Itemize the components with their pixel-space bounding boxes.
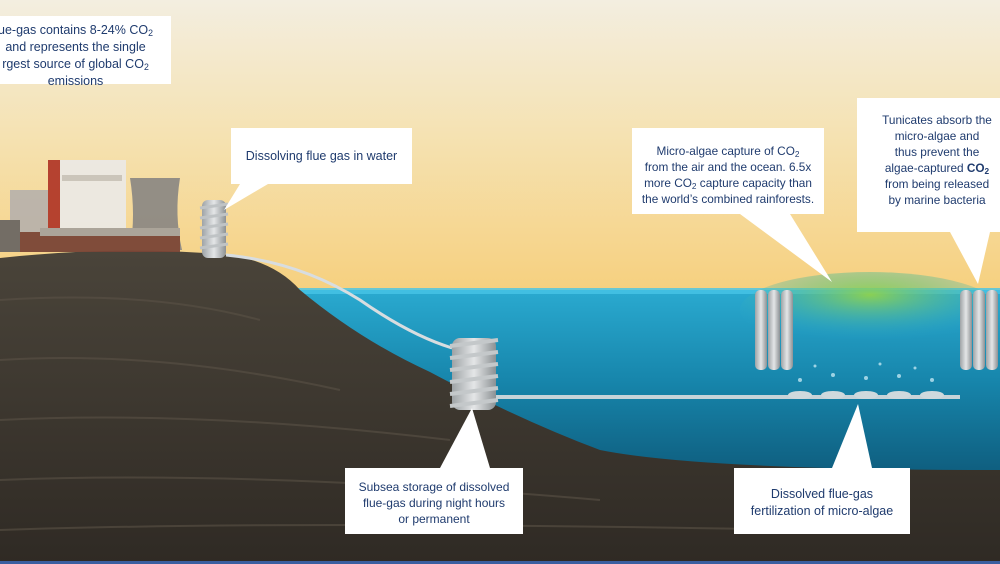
micro-algae-line1: Micro-algae capture of CO2 <box>656 144 800 160</box>
tunicate-tubes-left <box>755 290 793 370</box>
bubbles <box>798 362 934 382</box>
subsea-storage-coil <box>449 338 499 410</box>
micro-algae-line4: the world’s combined rainforests. <box>641 191 815 206</box>
fertilization-pipe <box>496 395 960 399</box>
pointer-tunicates <box>950 232 990 284</box>
tunicates-line5: from being released <box>884 176 990 191</box>
diffusers <box>788 391 944 399</box>
micro-algae-line3: more CO2 capture capacity than <box>644 175 812 191</box>
subsea-line3: or permanent <box>398 512 470 527</box>
tunicates-line4: algae-captured CO2 <box>884 160 990 176</box>
callout-tunicates: Tunicates absorb the micro-algae and thu… <box>857 98 1000 232</box>
callout-dissolving: Dissolving flue gas in water <box>231 128 412 184</box>
pointer-dissolving <box>224 184 268 210</box>
flue-gas-line2: and represents the single <box>5 39 146 54</box>
pointer-micro-algae <box>740 214 832 282</box>
flue-gas-line1: ue-gas contains 8-24% CO2 <box>0 23 153 39</box>
tunicates-line2: micro-algae and <box>894 128 980 143</box>
pointer-subsea <box>440 408 490 468</box>
callout-subsea-storage: Subsea storage of dissolved flue-gas dur… <box>345 468 523 534</box>
flue-gas-line3: rgest source of global CO2 <box>2 56 149 72</box>
tunicates-line1: Tunicates absorb the <box>882 113 992 127</box>
flue-gas-pipe <box>225 253 453 350</box>
bottom-border <box>0 561 1000 564</box>
flue-gas-line4: emissions <box>47 73 104 88</box>
power-plant <box>0 160 182 252</box>
sea-surface-band <box>280 288 1000 294</box>
subsea-line2: flue-gas during night hours <box>362 496 506 511</box>
fertilization-line1: Dissolved flue-gas <box>770 487 874 501</box>
subsea-line1: Subsea storage of dissolved <box>358 480 510 494</box>
micro-algae-line2: from the air and the ocean. 6.5x <box>644 159 812 174</box>
tunicates-line3: thus prevent the <box>894 144 980 159</box>
callout-micro-algae: Micro-algae capture of CO2 from the air … <box>632 128 824 214</box>
callout-flue-gas: ue-gas contains 8-24% CO2 and represents… <box>0 16 171 88</box>
land-dissolver-coil <box>199 200 229 258</box>
cliff-texture <box>0 296 801 531</box>
callout-fertilization: Dissolved flue-gas fertilization of micr… <box>734 468 910 534</box>
tunicates-line6: by marine bacteria <box>888 192 986 207</box>
algae-bloom <box>740 272 1000 348</box>
pointer-fertilization <box>832 404 872 468</box>
fertilization-line2: fertilization of micro-algae <box>750 503 894 518</box>
tunicate-tubes-right <box>960 290 998 370</box>
dissolving-line1: Dissolving flue gas in water <box>245 149 398 163</box>
